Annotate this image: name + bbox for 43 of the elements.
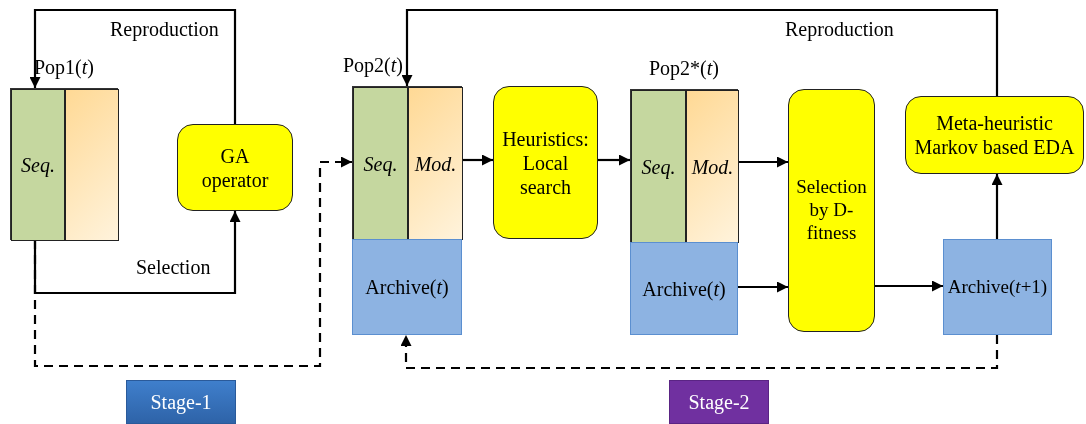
node-text: Meta-heuristic Markov based EDA [913, 111, 1076, 159]
module-cell [408, 87, 463, 240]
arrow [29, 8, 237, 124]
node-text: Stage-2 [688, 390, 750, 414]
arrow [401, 8, 999, 96]
arrow [33, 211, 241, 295]
population-label: Pop2(t) [342, 53, 404, 77]
arrow [462, 154, 493, 166]
node-text: Mod. [691, 154, 734, 179]
population-label: Pop1(t) [33, 55, 95, 79]
process-box [788, 89, 875, 332]
stage-banner [126, 380, 236, 424]
archive-box [943, 239, 1052, 335]
node-text: Seq. [363, 151, 398, 176]
module-cell [65, 89, 119, 241]
arrow [738, 156, 788, 168]
arrow [598, 154, 630, 166]
arrow [875, 280, 943, 292]
node-text: Seq. [641, 154, 676, 179]
node-text: Seq. [21, 153, 55, 177]
sequence-cell [11, 89, 65, 241]
node-text: Archive(t) [642, 276, 726, 301]
process-box [177, 124, 293, 211]
arrow [991, 174, 1003, 239]
arrow [738, 281, 788, 293]
node-text: Mod. [414, 151, 457, 176]
sequence-cell [631, 90, 686, 243]
stage-banner [669, 380, 769, 424]
node-text: GA operator [200, 143, 270, 192]
node-text: Archive(t) [365, 275, 449, 299]
node-text: Stage-1 [150, 390, 212, 414]
dashed-arrow [400, 335, 999, 370]
process-box [905, 96, 1084, 174]
population-label: Pop2*(t) [648, 56, 720, 80]
sequence-cell [353, 87, 408, 240]
node-text: Heuristics: Local search [501, 126, 590, 199]
archive-box [630, 242, 738, 335]
node-text: Selection by D-fitness [795, 176, 868, 245]
dashed-arrow [33, 156, 352, 368]
process-box [493, 86, 598, 239]
node-text: Archive(t+1) [947, 275, 1048, 299]
archive-box [352, 239, 462, 335]
module-cell [686, 90, 739, 243]
